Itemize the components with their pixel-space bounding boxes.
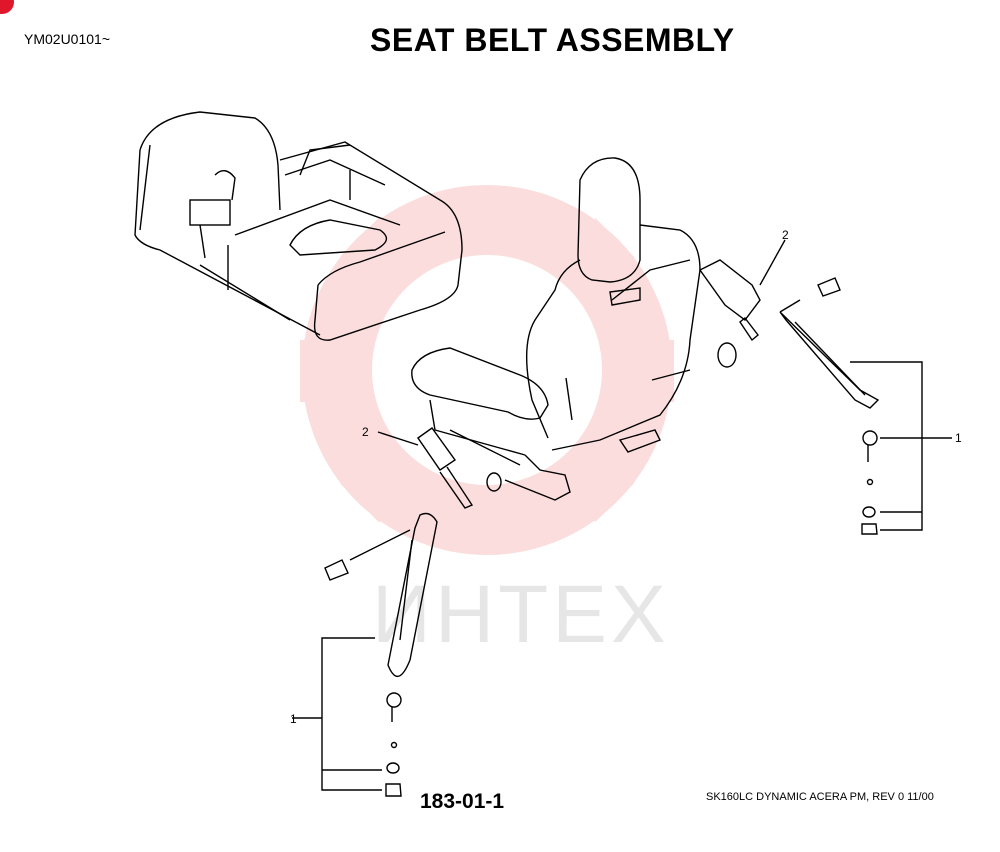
model-code: YM02U0101~ (24, 31, 111, 47)
callout-left-buckle: 2 (362, 425, 369, 439)
watermark-text: ИНТЕХ (372, 569, 670, 660)
page-number: 183-01-1 (420, 790, 505, 813)
callout-right-belt: 1 (955, 431, 962, 445)
rear-seat-view (134, 111, 463, 341)
callout-right-buckle: 2 (782, 228, 789, 242)
callout-left-belt: 1 (290, 712, 297, 726)
machine-info: SK160LC DYNAMIC ACERA PM, REV 0 11/00 (706, 791, 934, 803)
page-title: SEAT BELT ASSEMBLY (370, 22, 735, 58)
operator-seat (411, 157, 761, 501)
